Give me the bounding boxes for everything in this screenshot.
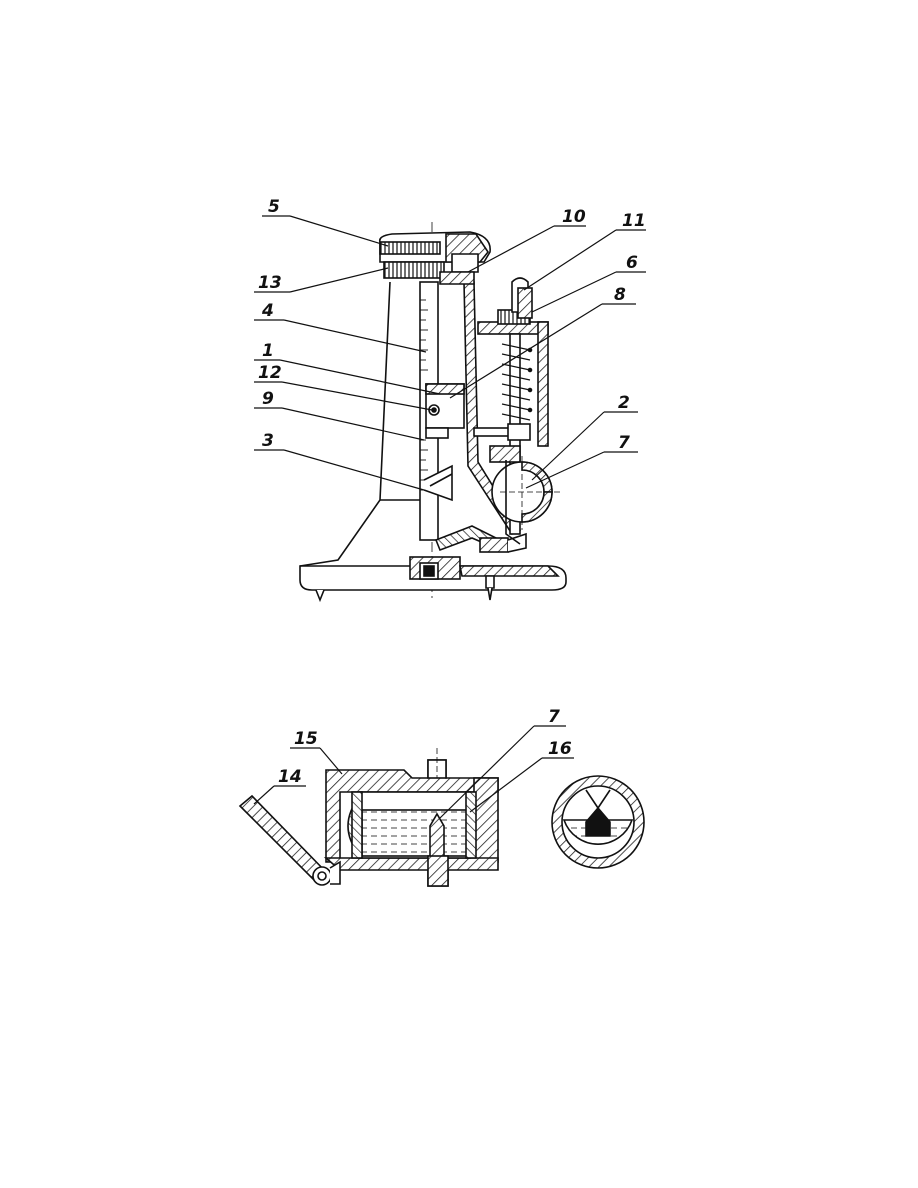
callout-13: 13: [258, 273, 282, 293]
bottom-callout-labels: 15 14 7 16: [278, 707, 572, 787]
bottom-leader-lines: [253, 725, 574, 819]
bottom-section-drawing: [238, 748, 499, 887]
top-callout-labels: 5 13 4 1 12 9 3 10 11 6 8 2 7: [258, 197, 646, 453]
callout-14: 14: [278, 767, 302, 787]
callout-12: 12: [258, 363, 282, 383]
callout-9: 9: [262, 389, 274, 409]
callout-5: 5: [268, 197, 280, 217]
callout-7: 7: [618, 433, 630, 453]
callout-16: 16: [548, 739, 572, 759]
top-assembly-drawing: [299, 222, 567, 603]
callout-15: 15: [294, 729, 318, 749]
top-leader-lines: [254, 215, 646, 491]
callout-8: 8: [614, 285, 626, 305]
column-body: [299, 281, 391, 567]
callout-10: 10: [562, 207, 586, 227]
callout-7-bottom: 7: [548, 707, 560, 727]
handle-lever: [238, 794, 328, 882]
callout-4: 4: [261, 301, 274, 321]
inset-round-view: [551, 775, 645, 869]
callout-2: 2: [618, 393, 630, 413]
callout-6: 6: [626, 253, 638, 273]
callout-1: 1: [262, 341, 274, 361]
callout-11: 11: [622, 211, 646, 231]
callout-3: 3: [262, 431, 274, 451]
